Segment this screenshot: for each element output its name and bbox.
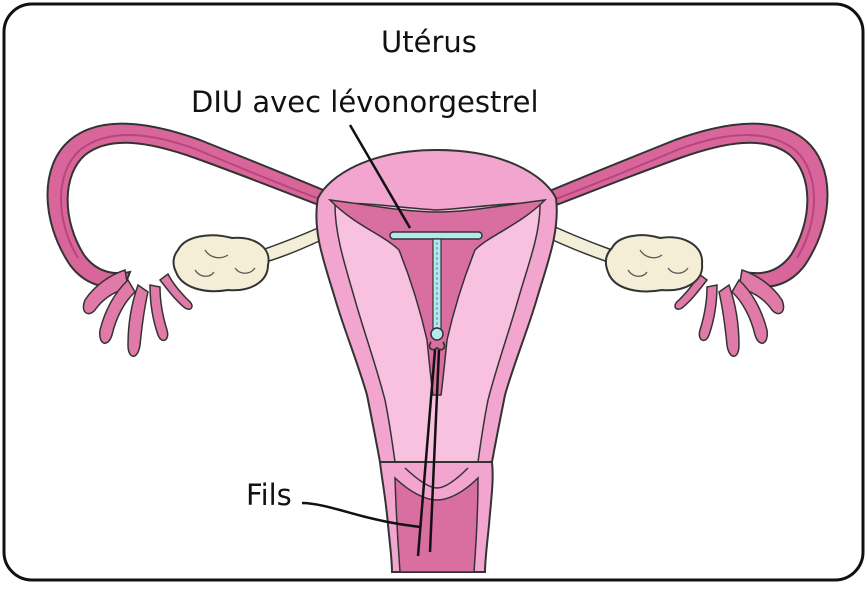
label-iud: DIU avec lévonorgestrel	[191, 88, 539, 117]
left-ovary	[174, 235, 269, 291]
iud-arms	[390, 232, 482, 239]
label-threads: Fils	[246, 481, 292, 510]
label-uterus: Utérus	[381, 28, 477, 57]
iud-bulb	[431, 328, 443, 340]
right-ovary	[606, 235, 702, 291]
